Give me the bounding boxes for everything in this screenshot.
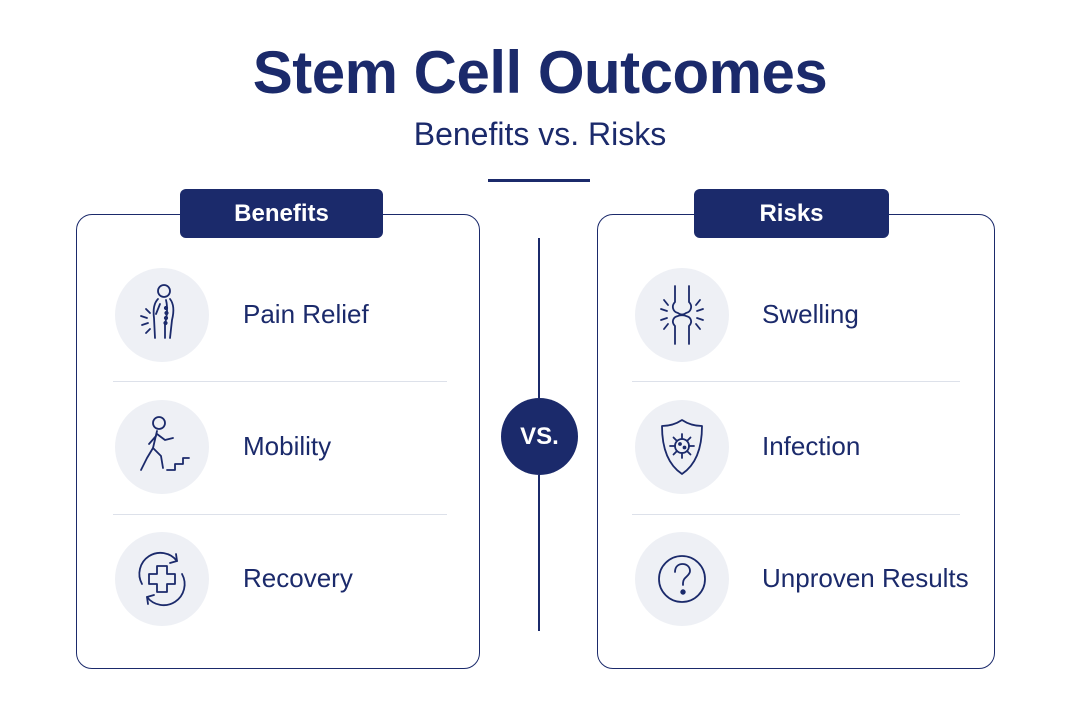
- benefit-item-pain-relief: Pain Relief: [77, 265, 479, 365]
- risks-panel: Swelling Infection Unproven Results: [597, 214, 995, 669]
- title-underline: [488, 179, 590, 182]
- benefit-label: Pain Relief: [243, 299, 369, 329]
- row-separator: [113, 381, 447, 382]
- center-divider-line: [538, 238, 540, 398]
- page-title: Stem Cell Outcomes: [252, 39, 828, 106]
- question-mark-icon: [635, 532, 729, 626]
- climbing-stairs-icon: [115, 400, 209, 494]
- benefits-tab: Benefits: [180, 189, 383, 238]
- benefit-item-recovery: Recovery: [77, 529, 479, 629]
- risk-label: Unproven Results: [762, 563, 969, 593]
- row-separator: [632, 381, 960, 382]
- risk-item-infection: Infection: [598, 397, 994, 497]
- benefit-item-mobility: Mobility: [77, 397, 479, 497]
- vs-badge: VS.: [501, 398, 578, 475]
- medical-cross-cycle-icon: [115, 532, 209, 626]
- benefits-panel: Pain Relief Mobility Reco: [76, 214, 480, 669]
- risks-tab: Risks: [694, 189, 889, 238]
- risk-label: Infection: [762, 431, 861, 461]
- risk-label: Swelling: [762, 299, 859, 329]
- row-separator: [113, 514, 447, 515]
- swollen-joint-icon: [635, 268, 729, 362]
- page-subtitle: Benefits vs. Risks: [413, 116, 667, 152]
- risk-item-unproven-results: Unproven Results: [598, 529, 994, 629]
- shield-germ-icon: [635, 400, 729, 494]
- row-separator: [632, 514, 960, 515]
- benefit-label: Recovery: [243, 563, 353, 593]
- center-divider-line: [538, 475, 540, 631]
- benefit-label: Mobility: [243, 431, 332, 461]
- risk-item-swelling: Swelling: [598, 265, 994, 365]
- back-pain-icon: [115, 268, 209, 362]
